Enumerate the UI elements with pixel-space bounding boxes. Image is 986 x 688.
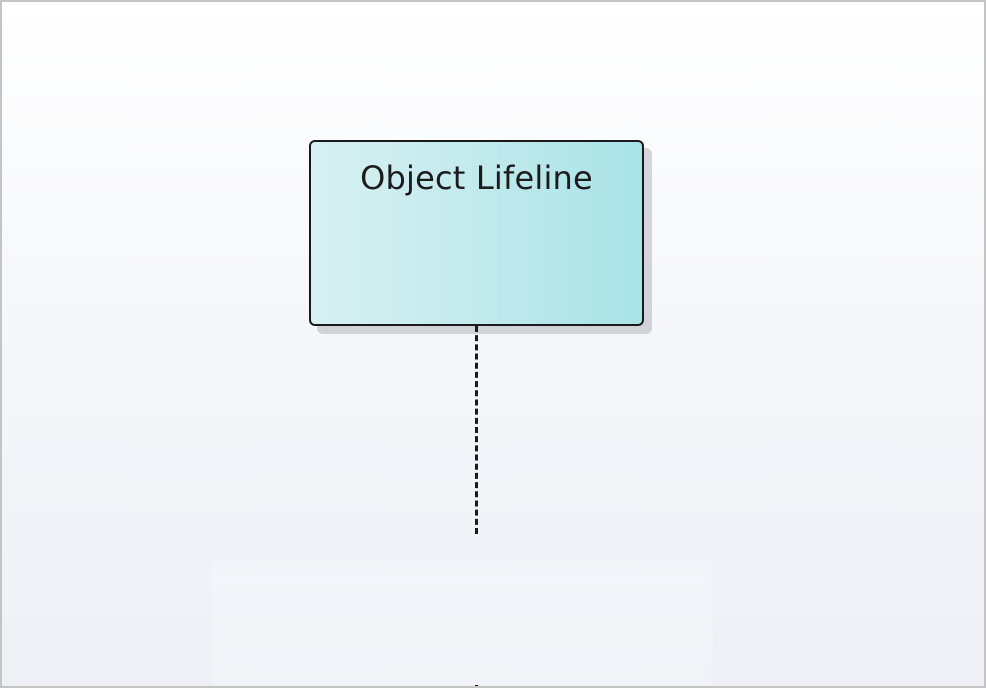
object-lifeline-name: Object Lifeline [360,159,593,197]
lifeline-dashed-line[interactable] [475,326,478,534]
lifeline-fade-region [212,550,712,686]
object-lifeline-head[interactable]: Object Lifeline [309,140,644,326]
lifeline-continuation-stub [475,685,478,686]
